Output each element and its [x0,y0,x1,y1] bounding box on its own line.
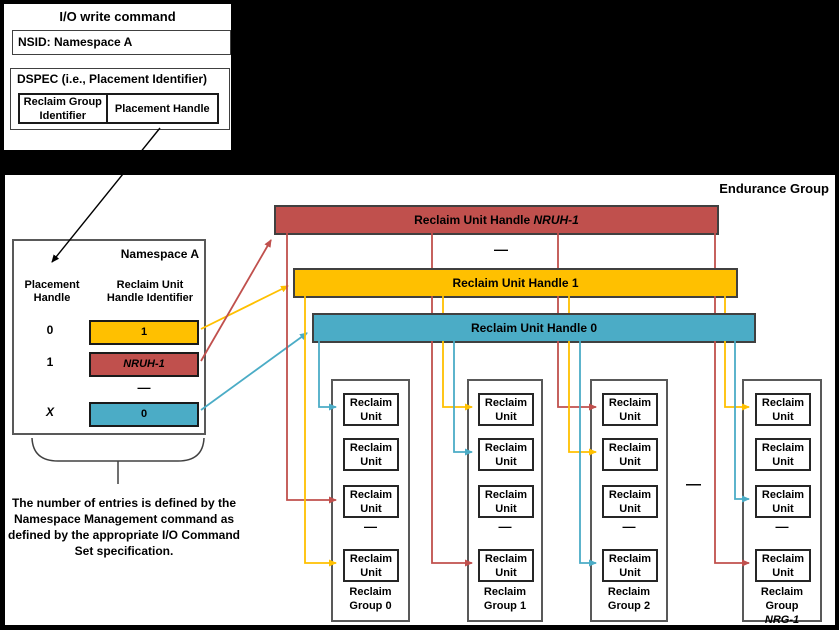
placement-handle-x: X [45,405,54,419]
placement-handle-0: 0 [46,323,54,337]
io-write-command-title: I/O write command [59,9,176,24]
dspec-cells: Reclaim Group Identifier Placement Handl… [18,93,219,124]
reclaim-group-nrg1: Reclaim Unit Reclaim Unit Reclaim Unit —… [742,379,822,626]
placement-handle-1: 1 [46,355,54,369]
reclaim-unit: Reclaim Unit [478,549,534,582]
reclaim-unit: Reclaim Unit [755,393,811,426]
reclaim-unit: Reclaim Unit [343,393,399,426]
reclaim-unit: Reclaim Unit [755,485,811,518]
reclaim-group-identifier-cell: Reclaim Group Identifier [18,93,107,124]
reclaim-unit: Reclaim Unit [343,549,399,582]
reclaim-unit-handle-0-bar: Reclaim Unit Handle 0 [312,313,756,343]
group-ellipsis-dash: — [775,519,789,534]
namespace-a-title: Namespace A [120,247,199,261]
reclaim-group-2-label: Reclaim Group 2 [607,586,651,612]
reclaim-group-1: Reclaim Unit Reclaim Unit Reclaim Unit —… [467,379,543,622]
dspec-box: DSPEC (i.e., Placement Identifier) Recla… [10,68,230,130]
ruh-id-cell-yellow: 1 [89,320,199,345]
nsid-field: NSID: Namespace A [12,30,231,55]
namespace-a-table: Namespace A Placement Handle Reclaim Uni… [12,239,206,435]
ruh-id-cell-red: NRUH-1 [89,352,199,377]
placement-handle-cell: Placement Handle [106,93,219,124]
reclaim-group-0: Reclaim Unit Reclaim Unit Reclaim Unit —… [331,379,410,622]
reclaim-unit: Reclaim Unit [602,393,658,426]
table-ellipsis-dash: — [137,380,151,395]
placement-handle-column-header: Placement Handle [24,279,80,304]
endurance-group-label: Endurance Group [719,181,829,196]
reclaim-unit-handle-nruh1-bar: Reclaim Unit Handle NRUH-1 [274,205,719,235]
group-ellipsis-dash: — [622,519,636,534]
reclaim-group-0-label: Reclaim Group 0 [349,586,392,612]
reclaim-unit: Reclaim Unit [755,438,811,471]
reclaim-group-1-label: Reclaim Group 1 [483,586,527,612]
reclaim-unit: Reclaim Unit [343,485,399,518]
reclaim-unit: Reclaim Unit [478,393,534,426]
io-write-command-box: I/O write command NSID: Namespace A DSPE… [2,2,233,152]
reclaim-unit: Reclaim Unit [602,438,658,471]
group-ellipsis-dash: — [498,519,512,534]
group-ellipsis-dash: — [364,519,377,534]
reclaim-unit: Reclaim Unit [478,485,534,518]
reclaim-unit: Reclaim Unit [755,549,811,582]
bar-ellipsis-dash: — [494,241,508,257]
entries-note: The number of entries is defined by the … [7,496,241,558]
reclaim-group-2: Reclaim Unit Reclaim Unit Reclaim Unit —… [590,379,668,622]
ruh-id-cell-blue: 0 [89,402,199,427]
ruh-identifier-column-header: Reclaim Unit Handle Identifier [106,279,194,304]
reclaim-unit: Reclaim Unit [343,438,399,471]
groups-ellipsis-dash: — [686,476,701,493]
reclaim-unit: Reclaim Unit [478,438,534,471]
dspec-title: DSPEC (i.e., Placement Identifier) [17,72,208,86]
reclaim-unit: Reclaim Unit [602,549,658,582]
reclaim-unit-handle-1-bar: Reclaim Unit Handle 1 [293,268,738,298]
reclaim-unit: Reclaim Unit [602,485,658,518]
